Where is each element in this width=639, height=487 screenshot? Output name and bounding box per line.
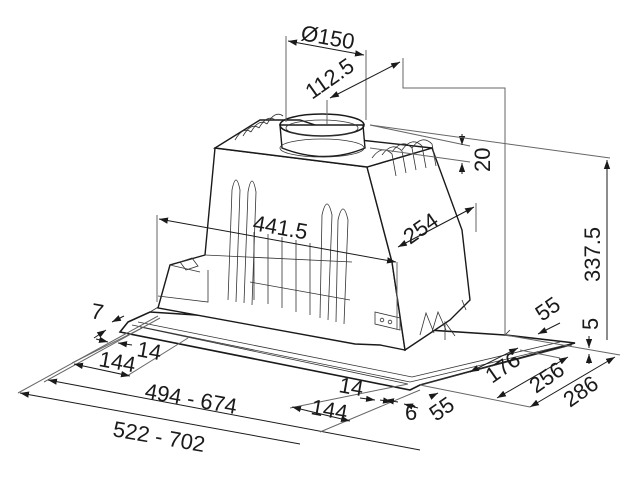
label-front-55: 55	[425, 392, 459, 427]
dimension-lines	[17, 36, 621, 451]
label-front-14: 14	[337, 372, 365, 401]
label-width-range-inner: 494 - 674	[143, 378, 239, 419]
label-duct-diameter: Ø150	[299, 20, 356, 54]
label-depth-176: 176	[481, 347, 525, 389]
label-front-6: 6	[405, 400, 417, 425]
label-frame-edge-7: 7	[89, 298, 105, 325]
label-right-5: 5	[578, 318, 603, 330]
label-collar-height: 20	[470, 148, 495, 172]
label-duct-offset: 112.5	[301, 53, 359, 104]
label-width-range-outer: 522 - 702	[111, 416, 207, 457]
duct-collar	[279, 113, 366, 158]
label-front-144: 144	[309, 394, 350, 425]
label-left-14: 14	[135, 336, 163, 365]
label-total-height: 337.5	[580, 227, 605, 282]
label-right-55: 55	[531, 292, 565, 327]
label-left-144: 144	[97, 346, 138, 377]
hood-body	[157, 113, 471, 352]
